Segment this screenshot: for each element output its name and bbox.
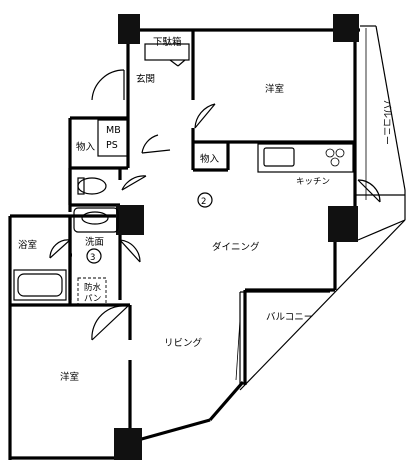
dining-label: ダイニング — [212, 241, 260, 253]
marker-3-text: 3 — [90, 253, 95, 263]
toilet-fixture — [77, 177, 107, 195]
waterproof-pan-label-1: 防水 — [84, 282, 102, 293]
washroom-label: 洗面 — [85, 236, 104, 248]
kitchen-counter — [257, 143, 354, 173]
outer-walls — [8, 28, 360, 460]
bathroom-label: 浴室 — [18, 239, 37, 251]
closet-left-label: 物入 — [76, 141, 96, 153]
marker-circle-2: 2 — [197, 192, 213, 208]
genkan-label: 玄関 — [136, 73, 155, 85]
kitchen-label: キッチン — [296, 177, 330, 187]
upper-bedroom-label: 洋室 — [265, 83, 284, 95]
balcony-right-outline — [355, 25, 406, 241]
marker-circle-3: 3 — [86, 248, 102, 264]
living-label: リビング — [164, 337, 203, 349]
mbps-label-2: PS — [106, 140, 118, 151]
lower-bedroom-label: 洋室 — [60, 371, 79, 383]
bathtub-fixture — [13, 269, 67, 301]
balcony-lower-outline — [239, 219, 406, 391]
door-swings — [49, 69, 381, 381]
getabako-shelf — [144, 43, 190, 67]
mbps-label-1: MB — [106, 125, 121, 136]
structural-columns — [114, 14, 359, 460]
getabako-label: 下駄箱 — [153, 36, 182, 48]
waterproof-pan — [77, 277, 107, 305]
waterproof-pan-label-2: パン — [84, 294, 101, 304]
lower-balcony-label: バルコニー — [266, 312, 313, 323]
marker-2-text: 2 — [201, 197, 206, 207]
washbasin-fixture — [73, 207, 119, 233]
closet-center-label: 物入 — [200, 153, 220, 165]
right-balcony-label: バルコニー — [381, 100, 392, 145]
